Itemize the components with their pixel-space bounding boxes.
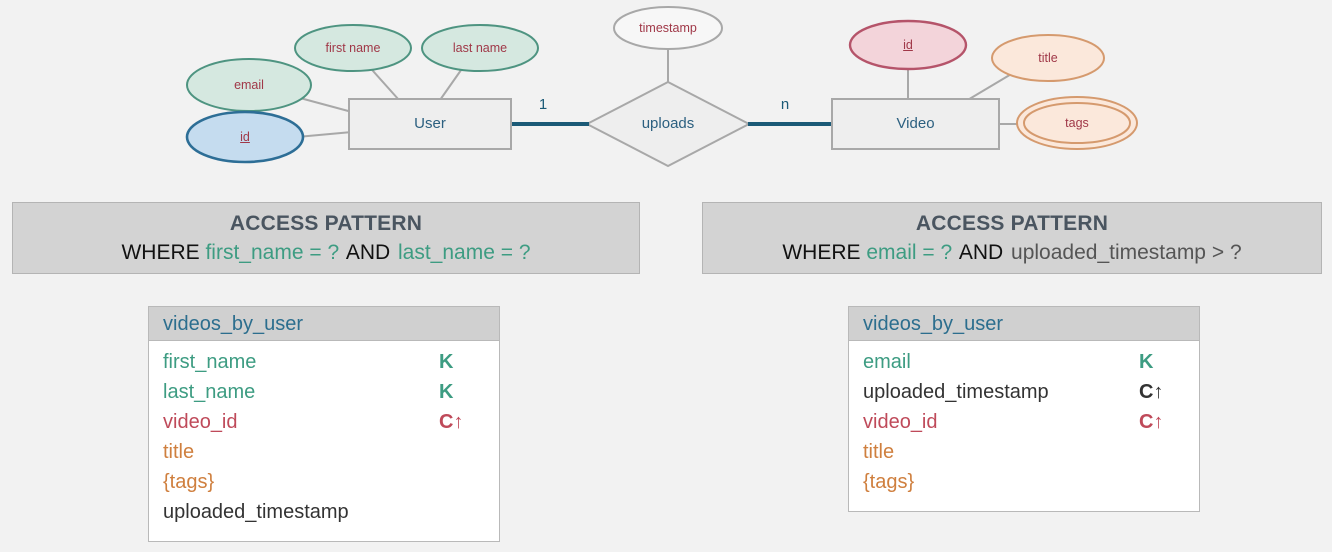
query-token-3: ? [940,241,953,264]
access-pattern-query-left: WHERE first_name = ? AND last_name = ? [13,241,639,265]
column-key-marker: C↑ [439,411,464,433]
column-name: video_id [163,411,238,433]
query-token-4: AND [954,241,1010,264]
column-name: {tags} [163,471,215,493]
attribute-ellipse-tags-inner [1023,102,1131,144]
query-token-7: ? [518,241,531,264]
column-name: title [163,441,195,463]
query-token-2: = [303,241,328,264]
column-name: uploaded_timestamp [863,381,1049,403]
query-token-7: ? [1229,241,1242,264]
query-token-1: email [866,241,917,264]
column-name: first_name [163,351,257,373]
connector-email-user [299,97,353,113]
access-pattern-panel-right: ACCESS PATTERN WHERE email = ? AND uploa… [702,202,1322,274]
attribute-ellipse-video-id [848,19,968,71]
table-row: first_name K [149,351,499,381]
column-name: last_name [163,381,256,403]
connector-title-video [965,72,1014,102]
table-row: email K [849,351,1199,381]
entity-user-box [348,98,512,150]
column-key-marker: C↑ [1139,381,1164,403]
table-row: {tags} [849,471,1199,501]
connector-userid-user [296,131,353,138]
table-row: {tags} [149,471,499,501]
query-token-2: = [916,241,941,264]
table-name-right: videos_by_user [849,307,1199,341]
table-name-left: videos_by_user [149,307,499,341]
table-row: title [849,441,1199,471]
query-token-5: uploaded_timestamp [1011,241,1206,264]
query-token-6: = [494,241,519,264]
table-row: uploaded_timestamp C↑ [849,381,1199,411]
attribute-ellipse-first-name [294,24,412,72]
table-row: uploaded_timestamp [149,501,499,531]
column-name: video_id [863,411,938,433]
column-name: {tags} [863,471,915,493]
table-row: video_id C↑ [849,411,1199,441]
column-name: email [863,351,911,373]
query-token-1: first_name [205,241,304,264]
query-token-3: ? [327,241,340,264]
attribute-ellipse-title [991,34,1105,82]
entity-video-box [831,98,1000,150]
er-diagram: email id first name last name timestamp … [0,0,1332,190]
table-row: video_id C↑ [149,411,499,441]
query-token-0: WHERE [121,241,206,264]
table-row: last_name K [149,381,499,411]
access-pattern-title-left: ACCESS PATTERN [229,212,423,235]
attribute-ellipse-email [186,58,312,112]
attribute-ellipse-last-name [421,24,539,72]
query-token-4: AND [341,241,396,264]
access-pattern-panel-left: ACCESS PATTERN WHERE first_name = ? AND … [12,202,640,274]
attribute-ellipse-timestamp [613,6,723,50]
column-key-marker: K [439,351,454,373]
uploads-diamond [584,80,752,168]
attribute-ellipse-user-id [185,110,305,164]
column-key-marker: C↑ [1139,411,1164,433]
query-token-0: WHERE [782,241,867,264]
column-key-marker: K [439,381,454,403]
query-token-6: > [1206,241,1230,264]
column-key-marker: K [1139,351,1154,373]
query-token-5: last_name [398,241,495,264]
table-row: title [149,441,499,471]
access-pattern-title-right: ACCESS PATTERN [915,212,1109,235]
column-name: title [863,441,895,463]
access-pattern-query-right: WHERE email = ? AND uploaded_timestamp >… [703,241,1321,265]
column-name: uploaded_timestamp [163,501,349,523]
er-diagram-canvas [185,6,1138,168]
